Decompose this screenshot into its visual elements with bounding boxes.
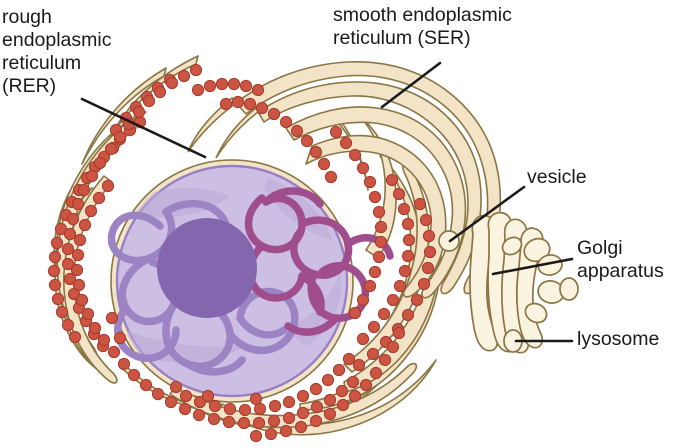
label-lysosome: lysosome <box>577 328 660 350</box>
label-rough-er: rough endoplasmic reticulum (RER) <box>2 6 112 97</box>
label-smooth-er: smooth endoplasmic reticulum (SER) <box>333 4 512 49</box>
leader-vesicle <box>448 185 526 243</box>
leader-ser <box>380 61 442 109</box>
leader-rer <box>80 97 207 159</box>
free-vesicle-small <box>559 277 579 301</box>
leader-golgi <box>491 257 574 276</box>
nucleolus <box>157 218 257 318</box>
leader-lines <box>80 61 574 343</box>
ribosomes <box>47 63 437 443</box>
golgi-apparatus <box>469 211 565 354</box>
nucleus <box>107 159 394 403</box>
label-vesicle: vesicle <box>527 166 587 188</box>
ser-rer-junction <box>187 96 260 159</box>
label-golgi: Golgi apparatus <box>577 237 664 282</box>
